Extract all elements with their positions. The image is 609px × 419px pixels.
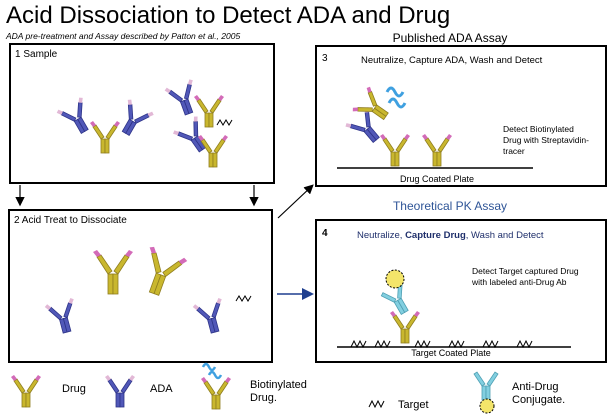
theoretical-assay-header: Theoretical PK Assay	[392, 199, 508, 213]
capture-drug-panel: 4 Neutralize, Capture Drug, Wash and Det…	[315, 219, 607, 363]
legend-target-icon	[368, 399, 385, 409]
legend-biotin-label: Biotinylated Drug.	[250, 379, 307, 404]
diagram-title: Acid Dissociation to Detect ADA and Drug	[6, 2, 451, 29]
legend-biotin-marks	[201, 362, 223, 380]
acid-treat-panel: 2 Acid Treat to Dissociate	[8, 209, 273, 363]
target-coated-plate-label: Target Coated Plate	[411, 348, 491, 358]
legend-target-label: Target	[398, 399, 429, 411]
legend-ada-icon	[104, 374, 136, 408]
diagram-subtitle: ADA pre-treatment and Assay described by…	[6, 31, 241, 41]
capture-drug-title-pre: Neutralize,	[357, 230, 406, 241]
capture-ada-panel-title: Neutralize, Capture ADA, Wash and Detect	[361, 55, 543, 66]
capture-ada-illustration	[337, 85, 533, 169]
legend-biotin-icon	[200, 376, 232, 410]
drug-coated-plate-label: Drug Coated Plate	[399, 174, 475, 184]
sample-panel-label: 1 Sample	[15, 49, 58, 60]
sample-panel: 1 Sample	[9, 43, 275, 184]
capture-drug-title-bold: Capture Drug	[405, 230, 466, 241]
legend-antidrug-icon	[473, 371, 499, 401]
sample-illustration	[55, 77, 233, 168]
legend-conjugate-icon	[479, 398, 495, 414]
capture-drug-panel-number: 4	[322, 228, 328, 239]
capture-ada-detection-note: Detect Biotinylated Drug with Streptavid…	[503, 124, 589, 156]
capture-ada-panel-number: 3	[322, 53, 328, 64]
capture-ada-panel: 3 Neutralize, Capture ADA, Wash and Dete…	[315, 45, 607, 187]
legend-ada-label: ADA	[150, 383, 173, 395]
legend-drug-icon	[10, 374, 42, 408]
capture-drug-illustration	[337, 269, 571, 349]
published-assay-header: Published ADA Assay	[392, 31, 508, 45]
capture-drug-detection-note: Detect Target captured Drug with labeled…	[472, 266, 579, 287]
dissociation-illustration	[43, 244, 252, 337]
legend-drug-label: Drug	[62, 383, 86, 395]
acid-treat-panel-label: 2 Acid Treat to Dissociate	[14, 215, 127, 226]
capture-drug-title-post: , Wash and Detect	[465, 230, 544, 241]
capture-drug-panel-title: Neutralize, Capture Drug, Wash and Detec…	[357, 230, 544, 241]
legend-antidrug-label: Anti-Drug Conjugate.	[512, 381, 566, 406]
